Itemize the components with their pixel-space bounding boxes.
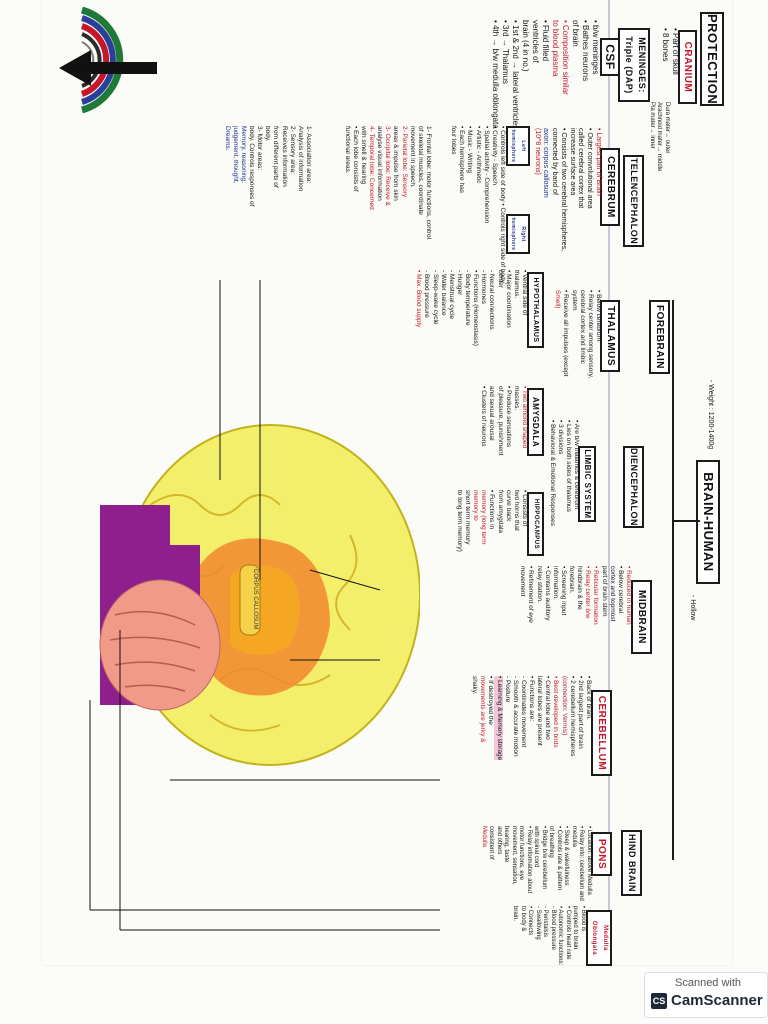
- tree-main-line: [672, 300, 674, 860]
- corpus-callosum-label: CORPUS CALLOSUM: [252, 569, 258, 629]
- limbic-notes: • Are b/w thalamus & cerebrum • Lies on …: [548, 420, 580, 526]
- lobes-notes: 1- Frontal lobe: motor functions, contro…: [343, 126, 432, 240]
- cerebellum-notes: • Back of brain. • 2nd largest part of b…: [471, 676, 592, 761]
- brain-title-box: BRAIN-HUMAN: [696, 460, 720, 584]
- right-hemisphere-box: Right hemisphere: [506, 214, 530, 254]
- cerebellum-folds: [109, 610, 201, 692]
- camscanner-logo-icon: CS: [651, 993, 667, 1009]
- forebrain-box: FOREBRAIN: [649, 300, 670, 374]
- margin-line: [608, 0, 610, 965]
- left-hemisphere-box: Left hemisphere: [506, 126, 530, 166]
- amygdala-notes: • Two almond shaped masses. • Produce se…: [480, 386, 528, 456]
- amygdala-box: AMYGDALA: [527, 388, 544, 456]
- limbic-box: LIMBIC SYSTEM: [578, 446, 596, 522]
- medulla-notes: • Blood is pumped to brain • Controls he…: [512, 906, 587, 966]
- brain-weight: - Weight : 1200-1400g: [707, 380, 714, 450]
- tree-stem: [673, 520, 700, 522]
- camscanner-watermark: Scanned with CS CamScanner: [644, 972, 768, 1018]
- connector-lines: [89, 280, 440, 931]
- medulla-box: Medulla Oblongata: [586, 910, 612, 966]
- arachnoid-arc: [80, 23, 110, 97]
- dura-arc: [81, 15, 116, 105]
- midbrain-notes: • Reduced in human • Below cerebral cort…: [519, 566, 632, 625]
- pons-box: PONS: [591, 832, 612, 876]
- cranium-arc: [80, 6, 124, 114]
- hemisphere-notes: • Controls left side of body • Controls …: [450, 126, 506, 284]
- brain-hollow: - Hollow: [689, 595, 696, 621]
- watermark-line1: Scanned with: [675, 977, 742, 989]
- brain-illustration: CORPUS CALLOSUM: [99, 424, 420, 766]
- hypothalamus-box: HYPOTHALAMUS: [527, 272, 544, 348]
- corpus-callosum-shape: [239, 564, 261, 636]
- cerebellum-box: CEREBELLUM: [591, 690, 612, 776]
- cerebrum-notes: • Largest part of Brain • Outer convolut…: [533, 128, 602, 252]
- diencephalon-box: DIENCEPHALON: [623, 446, 644, 528]
- hippocampus-box: HIPPOCAMPUS: [527, 492, 544, 556]
- cerebrum-box: CEREBRUM: [600, 148, 620, 226]
- meninges-layers-diagram: [80, 6, 124, 114]
- hindbrain-box: HIND BRAIN: [621, 830, 642, 896]
- telencephalon-box: TELENCEPHALON: [623, 155, 644, 247]
- thalamus-box: THALAMUS: [600, 300, 620, 372]
- arrow-icon: [59, 50, 157, 86]
- functional-areas-notes: 1- Association area: Analysis of informa…: [223, 126, 312, 207]
- hippocampus-notes: • Consists of two horns that curve back …: [456, 490, 528, 552]
- pons-notes: • Location: above Medulla • Relay into: …: [481, 826, 592, 901]
- brain-notes-sheet: PROTECTION CRANIUM MENINGES: Triple (DAP…: [42, 0, 732, 966]
- midbrain-box: MIDBRAIN: [631, 580, 652, 654]
- thalamus-notes: • Below cerebrum • Relay center among se…: [554, 290, 602, 379]
- watermark-line2: CamScanner: [671, 992, 763, 1009]
